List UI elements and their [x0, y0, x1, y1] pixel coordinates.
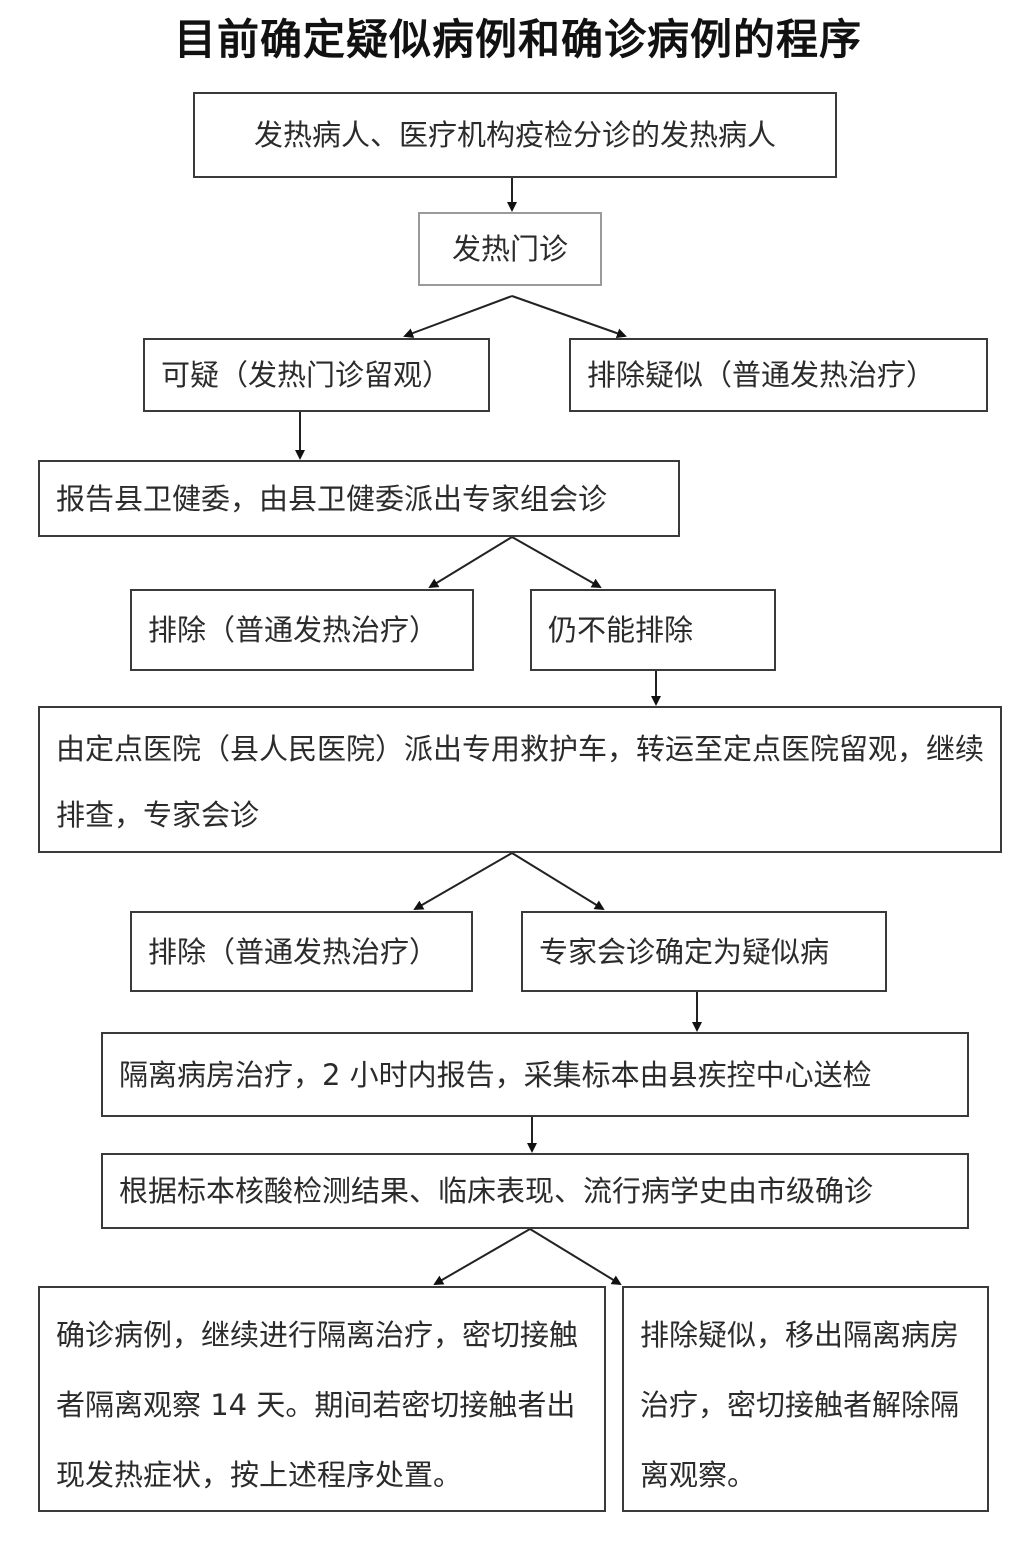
node-fever-patients: 发热病人、医疗机构疫检分诊的发热病人: [193, 92, 837, 178]
arrow-report-to-cannot-exclude: [511, 536, 602, 588]
arrow-report-to-exclude: [428, 536, 513, 589]
arrow-city-to-confirmed: [433, 1228, 531, 1286]
node-cannot-exclude: 仍不能排除: [530, 589, 776, 671]
node-suspicious: 可疑（发热门诊留观）: [143, 338, 490, 412]
node-expert-confirm-suspected: 专家会诊确定为疑似病: [521, 911, 887, 992]
node-exclude-normal-2: 排除（普通发热治疗）: [130, 911, 473, 992]
node-city-confirm: 根据标本核酸检测结果、临床表现、流行病学史由市级确诊: [101, 1153, 969, 1229]
node-report-county: 报告县卫健委，由县卫健委派出专家组会诊: [38, 460, 680, 537]
node-transfer: 由定点医院（县人民医院）派出专用救护车，转运至定点医院留观，继续排查，专家会诊: [38, 706, 1002, 853]
arrow-clinic-to-suspicious: [403, 295, 513, 338]
node-exclude-suspected: 排除疑似（普通发热治疗）: [569, 338, 988, 412]
arrow-transfer-to-exclude: [413, 852, 513, 910]
arrow-clinic-to-exclude: [511, 295, 627, 339]
arrow-city-to-exclude-final: [529, 1228, 622, 1286]
node-isolation-ward: 隔离病房治疗，2 小时内报告，采集标本由县疾控中心送检: [101, 1032, 969, 1117]
node-exclude-normal-1: 排除（普通发热治疗）: [130, 589, 474, 671]
arrow-transfer-to-confirm: [511, 852, 605, 911]
node-confirmed-case: 确诊病例，继续进行隔离治疗，密切接触者隔离观察 14 天。期间若密切接触者出现发…: [38, 1286, 606, 1512]
page-title: 目前确定疑似病例和确诊病例的程序: [173, 15, 862, 64]
node-fever-clinic: 发热门诊: [418, 212, 602, 286]
node-exclude-suspected-final: 排除疑似，移出隔离病房治疗，密切接触者解除隔离观察。: [622, 1286, 989, 1512]
